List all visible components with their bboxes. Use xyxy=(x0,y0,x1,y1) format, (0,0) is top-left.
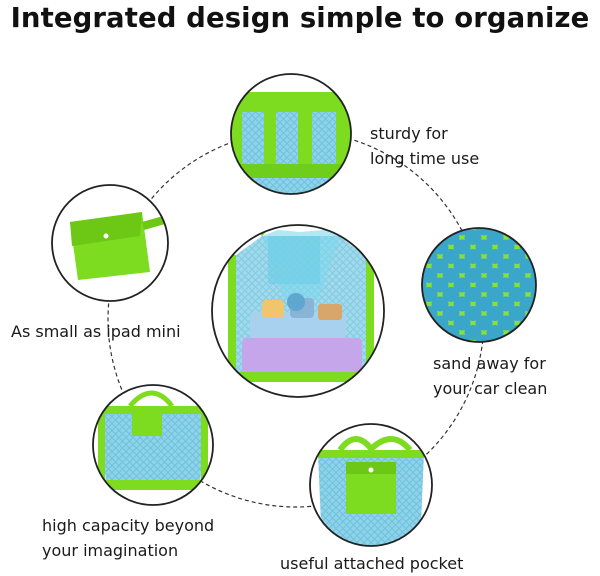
caption-pocket: useful attached pocket xyxy=(280,551,463,576)
headline: Integrated design simple to organize xyxy=(10,2,590,34)
caption-capacity: high capacity beyond your imagination xyxy=(42,513,214,563)
capacity-bag-image xyxy=(93,385,213,505)
caption-mesh: sand away for your car clean xyxy=(433,351,547,401)
foldable-pouch-frame xyxy=(51,184,169,302)
caption-capacity-line1: high capacity beyond xyxy=(42,516,215,535)
durable-straps-frame xyxy=(230,73,352,195)
caption-foldable: As small as ipad mini xyxy=(11,319,181,344)
caption-capacity-line2: your imagination xyxy=(42,541,179,560)
center-bag-image xyxy=(212,225,384,397)
mesh-closeup-image xyxy=(422,228,536,342)
caption-durable: sturdy for long time use xyxy=(370,121,479,171)
caption-mesh-line2: your car clean xyxy=(433,379,548,398)
foldable-pouch-image xyxy=(52,185,168,301)
caption-durable-line1: sturdy for xyxy=(370,124,448,143)
capacity-bag-frame xyxy=(92,384,214,506)
center-bag-frame xyxy=(211,224,385,398)
mesh-closeup-frame xyxy=(421,227,537,343)
caption-durable-line2: long time use xyxy=(370,149,480,168)
caption-foldable-line1: As small as ipad mini xyxy=(11,322,181,341)
caption-mesh-line1: sand away for xyxy=(433,354,546,373)
durable-straps-image xyxy=(231,74,351,194)
pocket-bag-frame xyxy=(309,423,433,547)
pocket-bag-image xyxy=(310,424,432,546)
caption-pocket-line1: useful attached pocket xyxy=(280,554,464,573)
